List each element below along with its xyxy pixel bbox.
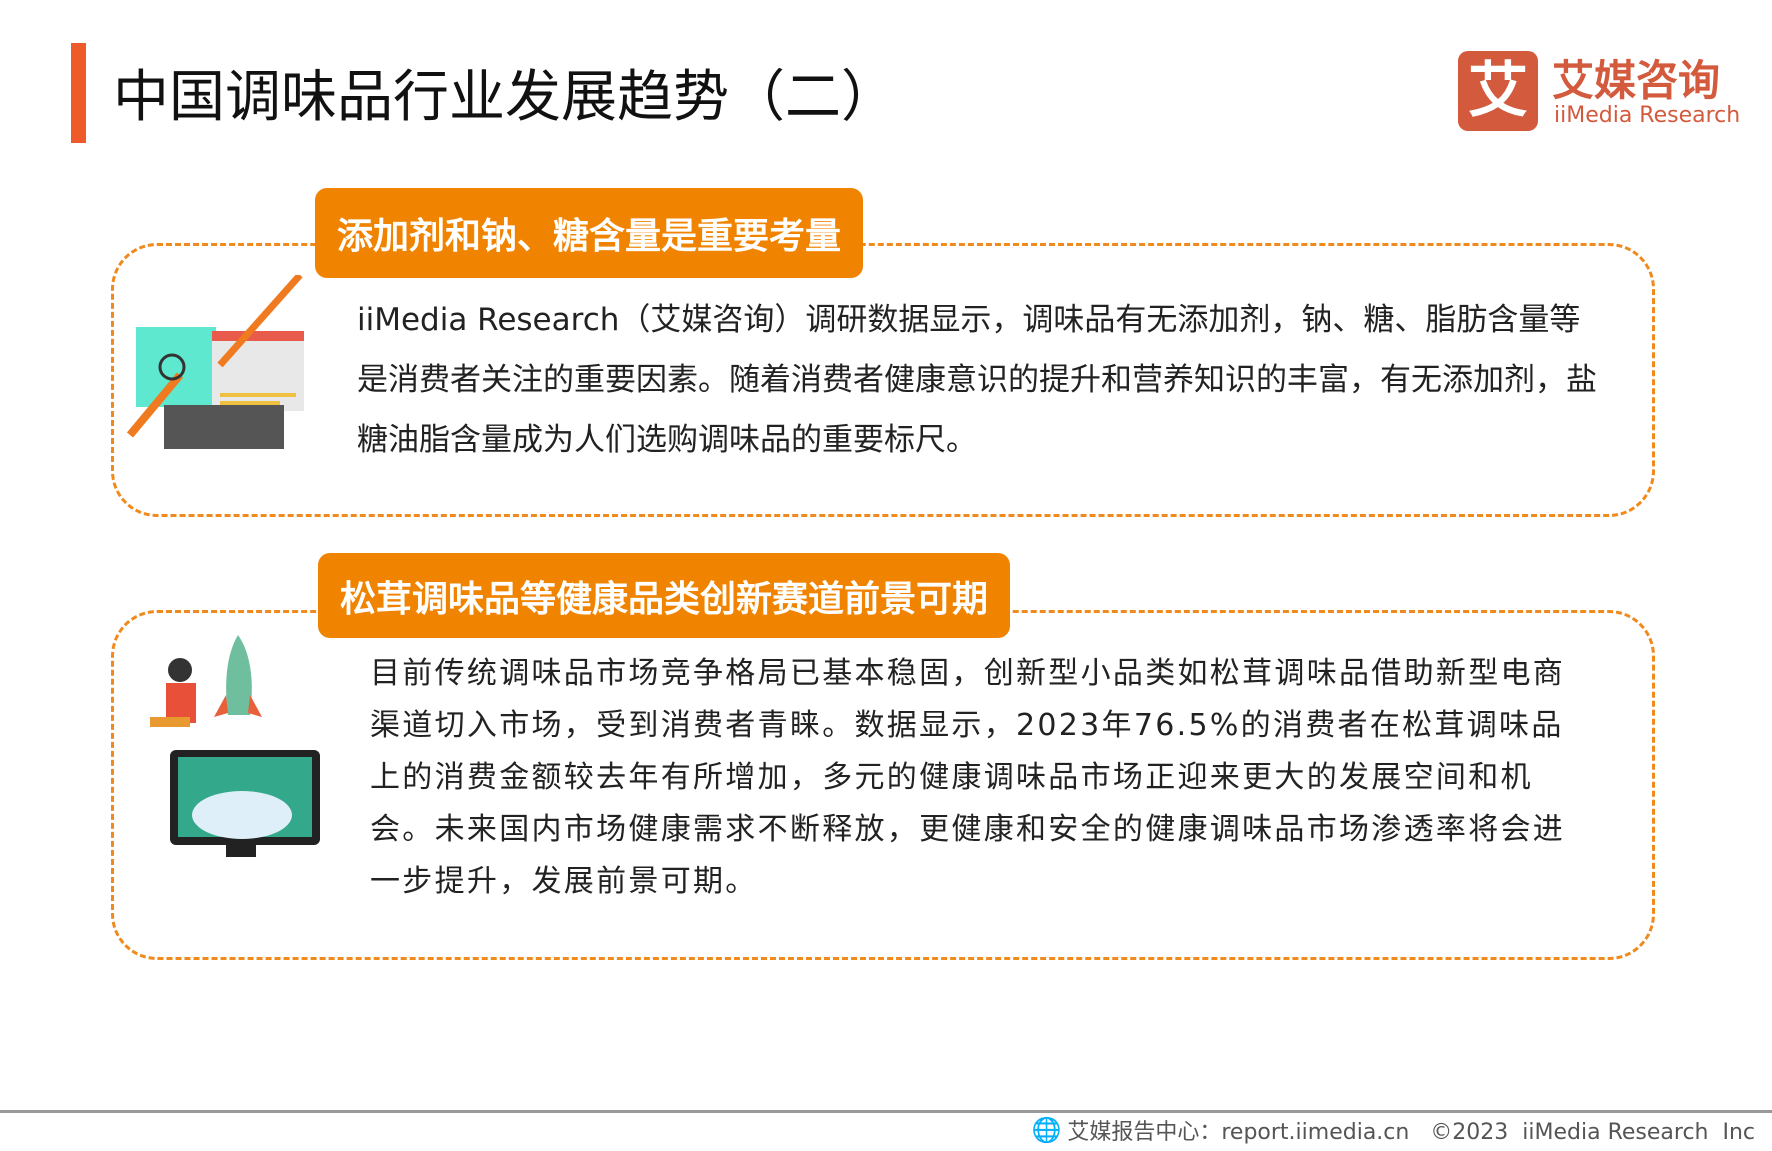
section-box-1 [111,243,1655,517]
logo-cn: 艾媒咨询 [1552,56,1721,105]
footer-text: 艾媒报告中心：report.iimedia.cn ©2023 iiMedia R… [1067,1120,1755,1145]
section-body-1: iiMedia Research（艾媒咨询）调研数据显示，调味品有无添加剂，钠、… [357,302,1597,458]
globe-icon: 🌐 [1031,1116,1062,1144]
section-label-1: 添加剂和钠、糖含量是重要考量 [315,188,864,278]
section-body-2: 目前传统调味品市场竞争格局已基本稳固，创新型小品类如松茸调味品借助新型电商渠道切… [370,656,1566,899]
logo-mark: 艾 [1458,51,1538,131]
section-label-text: 松茸调味品等健康品类创新赛道前景可期 [340,578,989,620]
logo: 艾 艾媒咨询 iiMedia Research [1458,51,1741,131]
keyboard-brush-illustration-icon [126,275,304,449]
footer: 🌐 艾媒报告中心：report.iimedia.cn ©2023 iiMedia… [1031,1114,1755,1146]
logo-en: iiMedia Research [1554,103,1741,128]
page-title: 中国调味品行业发展趋势（二） [113,65,897,130]
footer-divider [0,1110,1772,1113]
section-label-text: 添加剂和钠、糖含量是重要考量 [337,216,842,257]
title-accent-bar [71,43,86,143]
rocket-monitor-illustration-icon [150,635,320,857]
section-label-2: 松茸调味品等健康品类创新赛道前景可期 [318,553,1011,638]
